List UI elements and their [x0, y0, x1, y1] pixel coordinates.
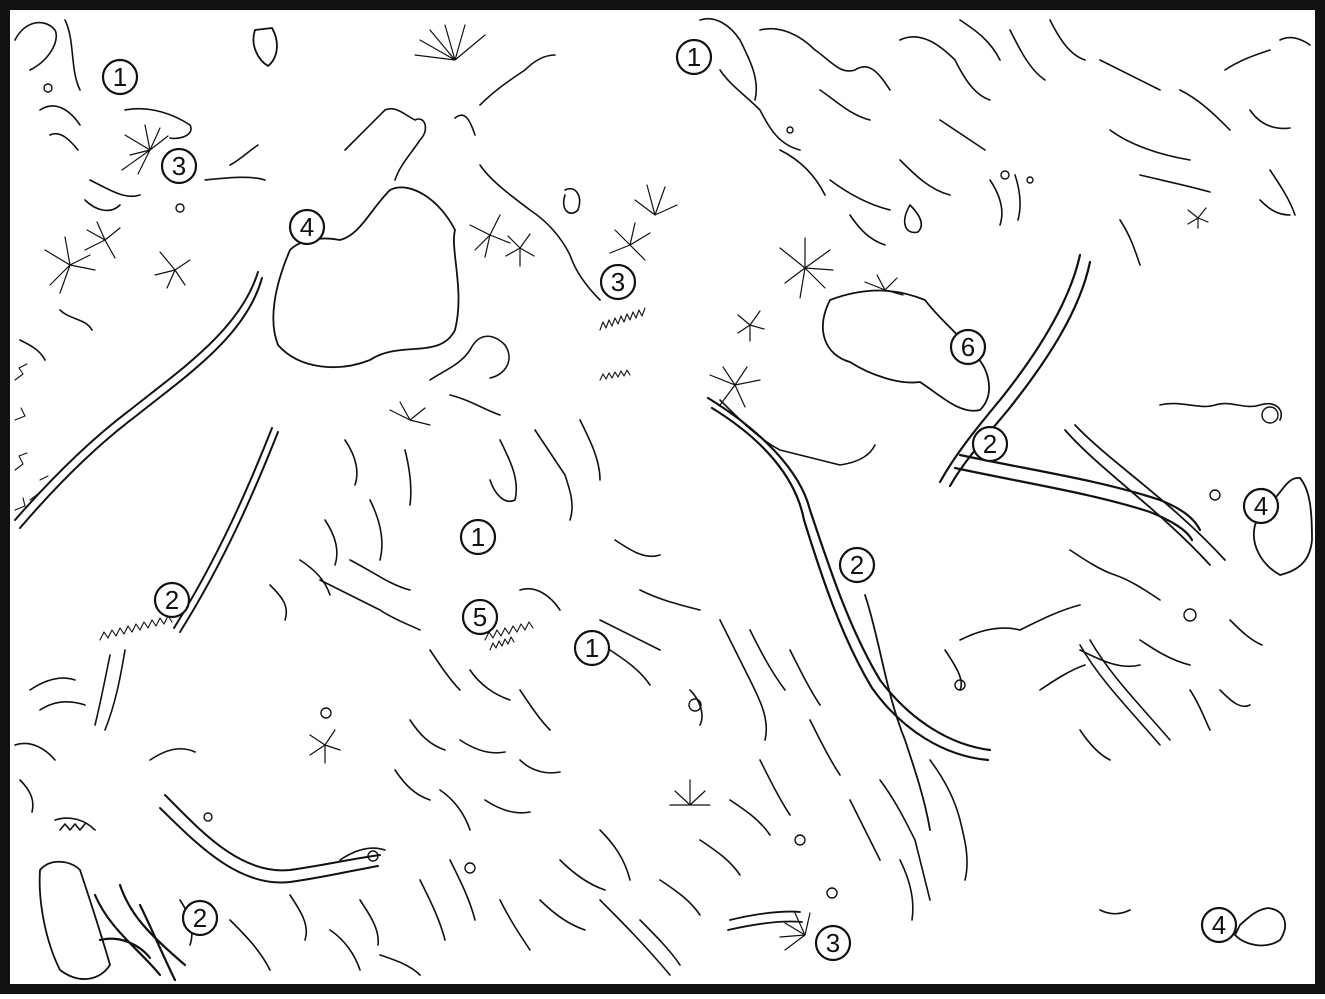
label-number: 4 — [1212, 910, 1226, 940]
label-4: 4 — [290, 210, 324, 244]
label-number: 3 — [611, 267, 625, 297]
label-number: 4 — [300, 212, 314, 242]
label-6: 6 — [951, 330, 985, 364]
label-2: 2 — [155, 583, 189, 617]
label-3: 3 — [162, 149, 196, 183]
label-2: 2 — [973, 427, 1007, 461]
label-1: 1 — [461, 520, 495, 554]
label-number: 1 — [687, 42, 701, 72]
label-number: 2 — [193, 903, 207, 933]
label-number: 2 — [983, 429, 997, 459]
label-1: 1 — [575, 631, 609, 665]
label-4: 4 — [1244, 489, 1278, 523]
label-2: 2 — [840, 548, 874, 582]
label-number: 2 — [165, 585, 179, 615]
label-4: 4 — [1202, 908, 1236, 942]
label-1: 1 — [103, 60, 137, 94]
label-number: 1 — [471, 522, 485, 552]
label-3: 3 — [816, 926, 850, 960]
label-number: 3 — [826, 928, 840, 958]
label-3: 3 — [601, 265, 635, 299]
label-number: 1 — [113, 62, 127, 92]
label-number: 6 — [961, 332, 975, 362]
label-number: 4 — [1254, 491, 1268, 521]
label-number: 1 — [585, 633, 599, 663]
label-number: 3 — [172, 151, 186, 181]
label-2: 2 — [183, 901, 217, 935]
label-number: 5 — [473, 602, 487, 632]
label-5: 5 — [463, 600, 497, 634]
label-1: 1 — [677, 40, 711, 74]
label-number: 2 — [850, 550, 864, 580]
